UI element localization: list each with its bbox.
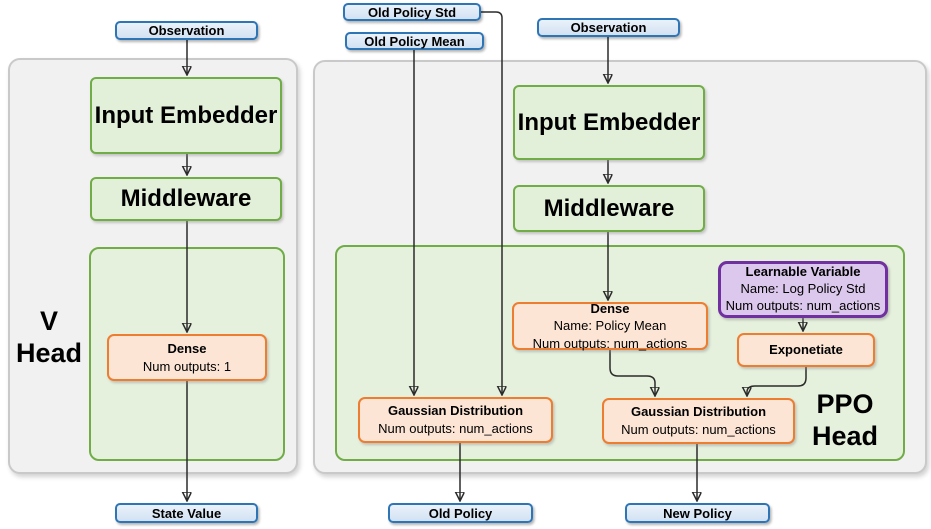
observation-input-v-label: Observation — [148, 23, 225, 38]
exponetiate-node: Exponetiate — [737, 333, 875, 367]
gaussian-distribution-new-node: Gaussian Distribution Num outputs: num_a… — [602, 398, 795, 444]
v-head-label-line1: V — [39, 306, 58, 336]
ppo-head-label-line2: Head — [811, 421, 879, 452]
observation-input-v: Observation — [115, 21, 258, 40]
dense-v-node: Dense Num outputs: 1 — [107, 334, 267, 381]
input-embedder-ppo-label: Input Embedder — [517, 108, 701, 136]
edge-exponetiate-to-gaussian-new — [747, 367, 807, 395]
learnable-variable-title: Learnable Variable — [745, 264, 861, 280]
observation-input-ppo-label: Observation — [570, 20, 647, 35]
dense-v-title: Dense — [167, 340, 207, 356]
middleware-ppo-label: Middleware — [543, 194, 675, 222]
dense-policy-mean-title: Dense — [590, 300, 630, 316]
gaussian-new-num-outputs: Num outputs: num_actions — [621, 422, 776, 437]
state-value-label: State Value — [151, 505, 222, 521]
gaussian-old-num-outputs: Num outputs: num_actions — [378, 421, 533, 436]
edge-old-policy-std-to-gaussian-old — [481, 11, 502, 394]
learnable-variable-node: Learnable Variable Name: Log Policy Std … — [718, 261, 888, 318]
new-policy-output: New Policy — [625, 503, 770, 523]
ppo-head-label: PPO Head — [795, 388, 895, 453]
gaussian-new-title: Gaussian Distribution — [630, 404, 767, 420]
dense-policy-mean-node: Dense Name: Policy Mean Num outputs: num… — [512, 300, 708, 351]
middleware-ppo: Middleware — [513, 185, 705, 232]
learnable-variable-name: Name: Log Policy Std — [740, 281, 866, 297]
edge-dense-to-gaussian-new — [609, 350, 655, 395]
input-embedder-ppo: Input Embedder — [513, 85, 705, 160]
old-policy-mean-label: Old Policy Mean — [364, 33, 465, 49]
gaussian-distribution-old-node: Gaussian Distribution Num outputs: num_a… — [358, 397, 553, 443]
input-embedder-v-label: Input Embedder — [94, 101, 278, 129]
exponetiate-label: Exponetiate — [769, 342, 843, 358]
state-value-output: State Value — [115, 503, 258, 523]
old-policy-output: Old Policy — [388, 503, 533, 523]
dense-policy-mean-name: Name: Policy Mean — [553, 318, 667, 334]
learnable-variable-num-outputs: Num outputs: num_actions — [725, 297, 881, 313]
dense-v-num-outputs: Num outputs: 1 — [142, 358, 232, 374]
observation-input-ppo: Observation — [537, 18, 680, 37]
middleware-v: Middleware — [90, 177, 282, 221]
old-policy-std-input: Old Policy Std — [343, 3, 481, 21]
middleware-v-label: Middleware — [120, 185, 252, 212]
v-head-label: V Head — [9, 305, 89, 370]
ppo-head-label-line1: PPO — [816, 389, 874, 419]
old-policy-output-label: Old Policy — [428, 505, 493, 521]
old-policy-mean-input: Old Policy Mean — [345, 32, 484, 50]
dense-policy-mean-num-outputs: Num outputs: num_actions — [532, 335, 688, 351]
gaussian-old-title: Gaussian Distribution — [387, 403, 524, 419]
old-policy-std-label: Old Policy Std — [367, 4, 457, 20]
input-embedder-v: Input Embedder — [90, 77, 282, 154]
v-head-label-line2: Head — [15, 338, 83, 369]
new-policy-output-label: New Policy — [663, 505, 732, 521]
